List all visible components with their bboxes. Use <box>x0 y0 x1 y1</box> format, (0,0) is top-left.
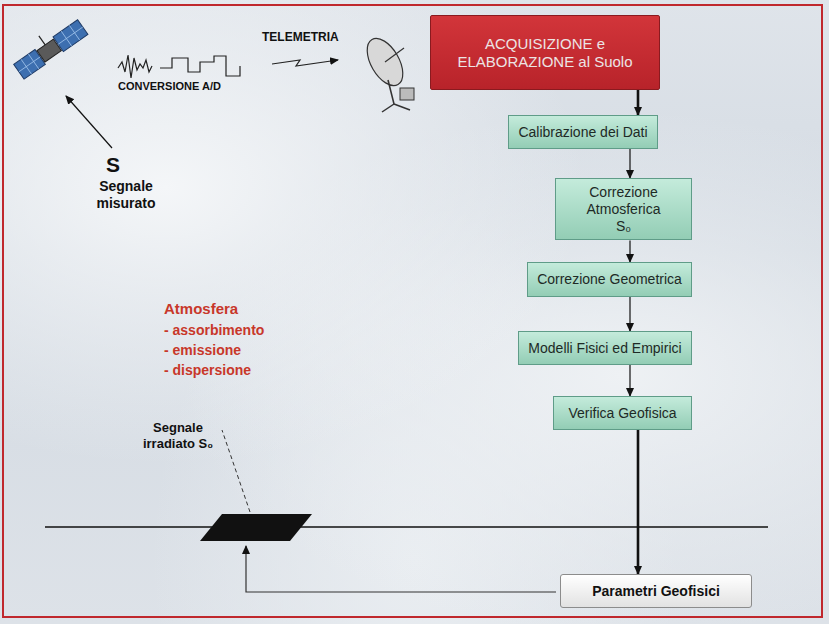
ground-line <box>45 526 768 528</box>
feedback-arrow <box>246 546 556 592</box>
process-box: Correzione AtmosfericaS₀ <box>555 178 692 240</box>
annotation-label: Segnale irradiato S₀ <box>140 420 216 451</box>
process-box: Verifica Geofisica <box>553 396 692 430</box>
box-text: S₀ <box>616 218 631 235</box>
telemetry-arrow <box>272 60 338 66</box>
radiated-signal-line <box>222 430 250 512</box>
output-box: Parametri Geofisici <box>560 574 752 608</box>
flow-arrow <box>629 297 630 331</box>
process-box: Calibrazione dei Dati <box>508 115 658 149</box>
box-text: ACQUISIZIONE e ELABORAZIONE al Suolo <box>441 35 649 71</box>
box-text: Parametri Geofisici <box>592 583 720 600</box>
ground-station-box: ACQUISIZIONE e ELABORAZIONE al Suolo <box>430 15 660 90</box>
annotation-label: Atmosfera <box>164 300 238 318</box>
flow-arrow <box>637 90 640 115</box>
annotation-label: TELEMETRIA <box>262 30 339 44</box>
flow-arrow <box>637 430 640 574</box>
dish-antenna <box>360 32 414 112</box>
digital-signal <box>160 56 240 76</box>
box-text: Correzione Geometrica <box>537 271 682 288</box>
annotation-label: - emissione <box>164 342 241 359</box>
flow-arrow <box>629 240 630 262</box>
analog-signal <box>118 55 152 78</box>
box-text: Modelli Fisici ed Empirici <box>528 340 681 357</box>
box-text: Correzione Atmosferica <box>564 184 683 218</box>
annotation-label: - dispersione <box>164 362 251 379</box>
annotation-label: Segnale misurato <box>84 178 168 212</box>
annotation-label: S <box>106 152 120 177</box>
flow-arrow <box>629 365 630 396</box>
satellite-icon <box>9 12 88 79</box>
process-box: Correzione Geometrica <box>527 262 692 297</box>
box-text: Calibrazione dei Dati <box>518 124 647 141</box>
flow-arrow <box>629 149 630 178</box>
measured-signal-arrow <box>66 96 112 148</box>
annotation-label: - assorbimento <box>164 322 264 339</box>
surface-patch <box>200 514 312 541</box>
annotation-label: CONVERSIONE A/D <box>118 80 221 93</box>
box-text: Verifica Geofisica <box>568 405 676 422</box>
process-box: Modelli Fisici ed Empirici <box>518 331 692 365</box>
